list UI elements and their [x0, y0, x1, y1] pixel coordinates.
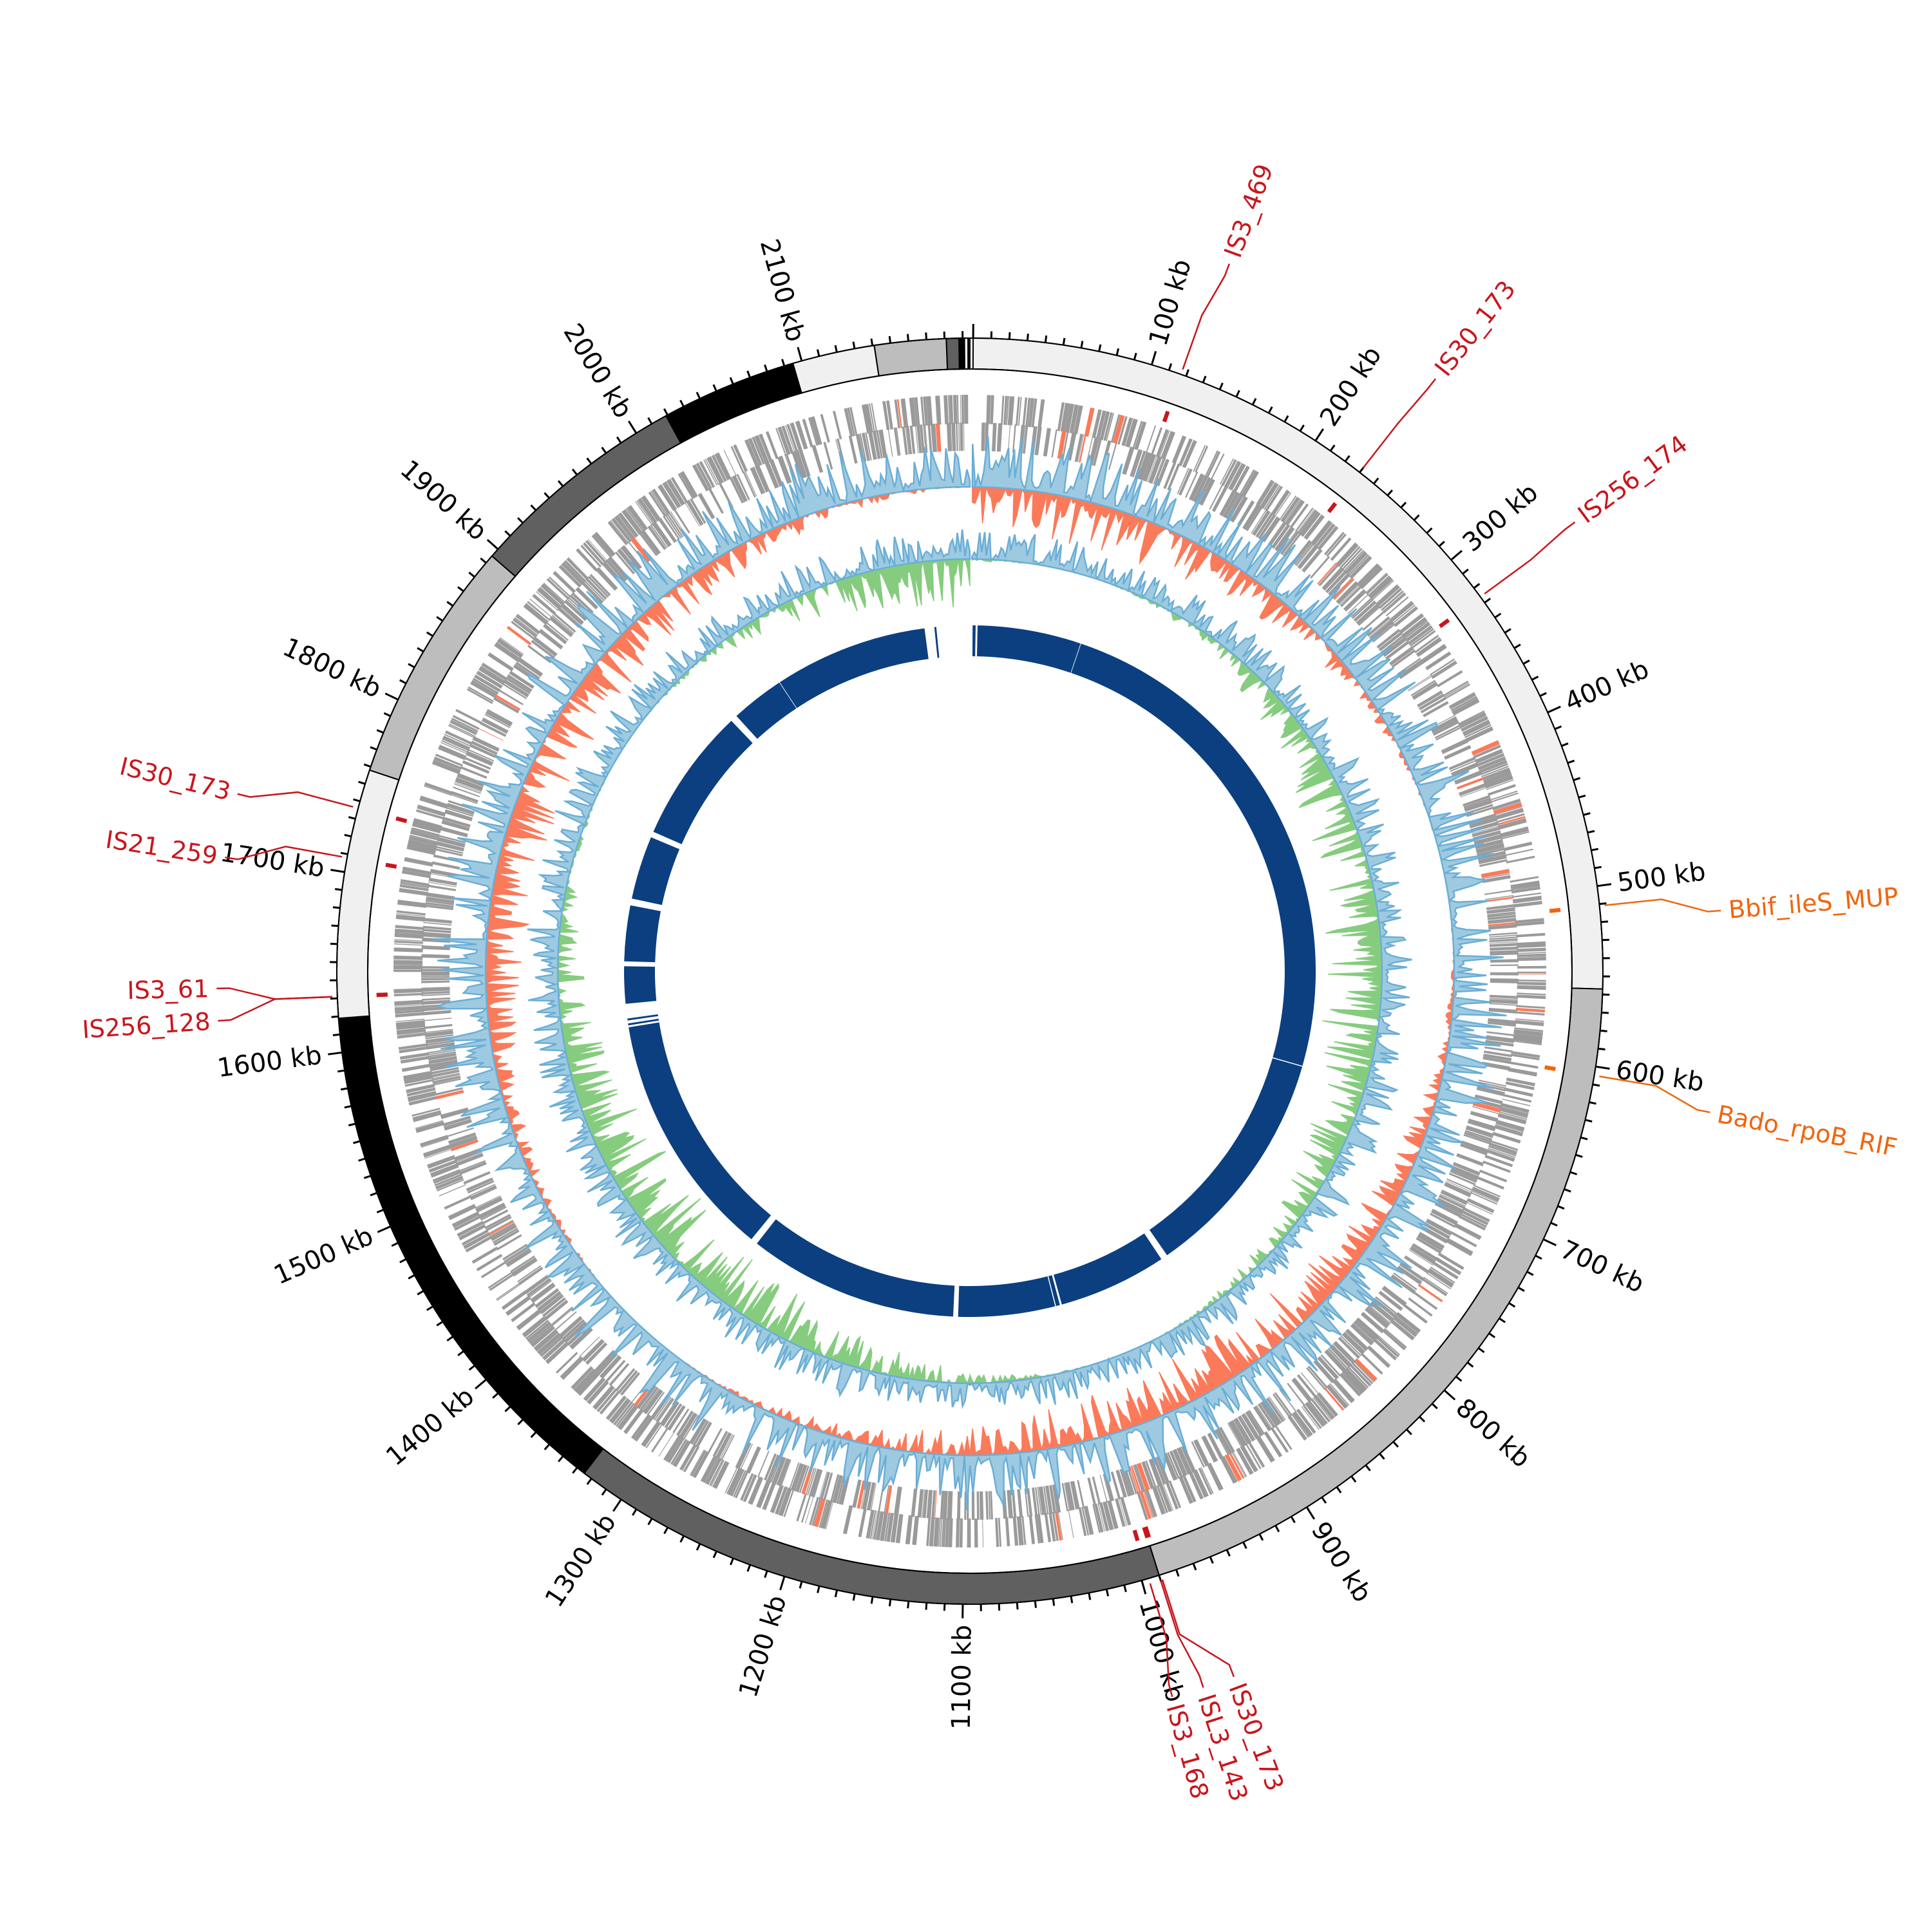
alignment-block: [972, 625, 976, 657]
tick-label: 1800 kb: [278, 632, 386, 705]
annotation-callout-line: [216, 987, 332, 1000]
alignment-block: [624, 905, 661, 963]
tick-label: 700 kb: [1556, 1235, 1649, 1299]
annotation-mark: [376, 992, 388, 998]
tick-label: 1400 kb: [381, 1381, 480, 1472]
alignment-block: [627, 1014, 658, 1021]
tick-label: 1500 kb: [270, 1221, 378, 1291]
tick-label: 1900 kb: [394, 455, 492, 547]
alignment-block: [1149, 1058, 1303, 1256]
tick-label: 500 kb: [1616, 857, 1708, 898]
annotation-callout-line: [1182, 263, 1230, 370]
annotation-callout-line: [1599, 1075, 1710, 1113]
alignment-block: [653, 721, 753, 844]
annotation-label: IS3_469: [1218, 160, 1278, 261]
alignment-block: [1048, 1275, 1060, 1306]
annotation-marks: [376, 410, 1561, 1542]
annotation-label: IS3_61: [127, 974, 209, 1005]
annotation-callout-line: [1604, 898, 1721, 913]
tick-label: 1200 kb: [734, 1592, 793, 1701]
annotation-mark: [1544, 1065, 1556, 1072]
contig-ring: [336, 337, 1604, 1605]
contig-ring-outer-edge: [336, 337, 1604, 1605]
tick-label: 100 kb: [1144, 256, 1198, 349]
alignment-block: [1071, 643, 1316, 1066]
annotation-callout-line: [1149, 1583, 1173, 1698]
alignment-block: [779, 628, 929, 708]
contig-ring-inner-edge: [367, 368, 1573, 1574]
alignment-block: [632, 837, 680, 905]
tick-label: 900 kb: [1305, 1517, 1378, 1607]
annotation-callout-line: [237, 791, 354, 808]
annotation-label: IS256_174: [1573, 430, 1692, 529]
annotation-callout-line: [1160, 1580, 1204, 1688]
annotation-mark: [1132, 1530, 1140, 1542]
alignment-block: [624, 966, 657, 1004]
annotation-label: IS30_173: [117, 752, 234, 806]
track2-positive: [527, 529, 1412, 1410]
tick-marks: [328, 323, 1612, 1618]
alignment-block: [757, 1219, 955, 1317]
annotation-label: Bbif_ileS_MUP: [1727, 882, 1899, 924]
tick-label: 600 kb: [1614, 1055, 1706, 1097]
annotation-mark: [1327, 502, 1338, 513]
tick-label: 1700 kb: [218, 838, 327, 884]
contig-segment: [945, 337, 960, 370]
annotation-label: Bado_rpoB_RIF: [1715, 1100, 1899, 1162]
annotation-callout-line: [1161, 1579, 1235, 1678]
annotation-callout-line: [1484, 521, 1576, 594]
annotation-label: IS256_128: [81, 1007, 211, 1044]
tick-label: 1100 kb: [947, 1625, 978, 1730]
alignment-block: [958, 1276, 1056, 1318]
tick-label: 200 kb: [1314, 341, 1388, 431]
track1-positive: [433, 436, 1507, 1511]
annotation-callout-line: [218, 996, 332, 1022]
alignment-block: [629, 1022, 772, 1240]
annotation-mark: [1549, 907, 1561, 913]
tick-label: 800 kb: [1450, 1393, 1536, 1474]
gene-track-reverse-strand: [421, 422, 1519, 1520]
tick-label: 1600 kb: [216, 1041, 324, 1084]
annotation-mark: [1162, 410, 1170, 422]
annotation-mark: [385, 862, 397, 869]
annotation-callout-line: [225, 846, 343, 860]
contig-segment: [967, 337, 971, 370]
annotation-label: IS21_259: [104, 825, 220, 870]
alignment-block: [736, 682, 797, 739]
tick-label: 1000 kb: [1133, 1596, 1190, 1705]
alignment-ring: [624, 625, 1316, 1318]
tick-label: 400 kb: [1560, 654, 1653, 717]
annotation-label: IS30_173: [1429, 275, 1521, 381]
alignment-block: [1054, 1233, 1162, 1305]
skew-track-1: [433, 436, 1507, 1511]
tick-label: 2000 kb: [558, 319, 638, 424]
annotation-callout-line: [1362, 378, 1437, 469]
tick-label: 2100 kb: [754, 236, 811, 345]
contig-segment: [583, 1448, 1160, 1605]
alignment-block: [934, 627, 940, 658]
annotation-mark: [395, 816, 408, 824]
ticks: 100 kb 200 kb 300 kb 400 kb 500 kb 600 kb 700 …: [216, 236, 1708, 1730]
tick-label: 300 kb: [1457, 478, 1544, 558]
annotation-mark: [1142, 1526, 1150, 1539]
track2-negative: [556, 558, 1383, 1385]
alignment-block: [977, 625, 1081, 673]
skew-track-2: [527, 529, 1412, 1410]
annotation-mark: [1439, 618, 1450, 629]
tick-label: 1300 kb: [540, 1508, 622, 1612]
alignment-block: [628, 1018, 659, 1026]
